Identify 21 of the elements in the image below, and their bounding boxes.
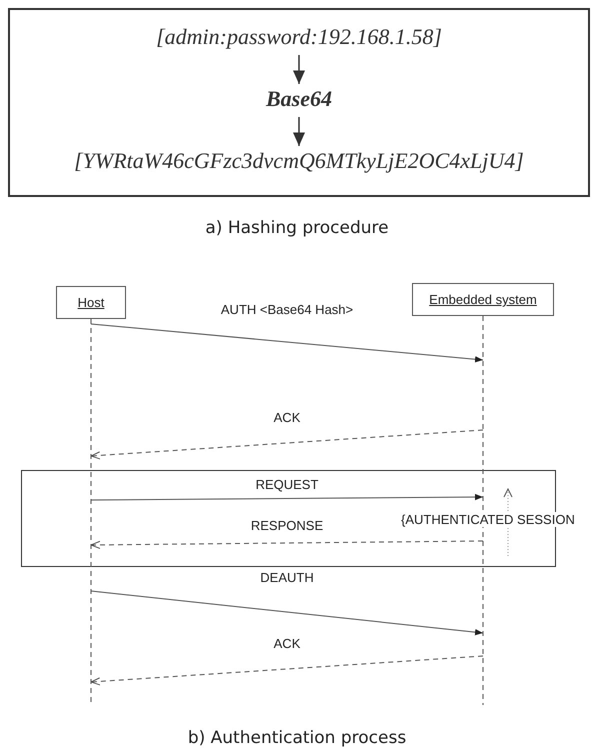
message-arrow <box>90 324 484 362</box>
message-label: ACK <box>272 410 302 425</box>
message-arrow <box>90 540 484 549</box>
message-label: RESPONSE <box>248 518 326 533</box>
input-text: [admin:password:192.168.1.58] <box>10 24 588 52</box>
message-arrow <box>90 430 484 460</box>
message-label: DEAUTH <box>258 570 316 585</box>
caption: a) Hashing procedure <box>205 218 389 238</box>
message-label: AUTH <Base64 Hash> <box>218 302 356 317</box>
message-arrow <box>90 590 484 636</box>
message-arrow <box>90 656 484 686</box>
message-label: REQUEST <box>254 477 320 492</box>
caption: b) Authentication process <box>188 728 406 748</box>
flow-arrow <box>293 117 305 146</box>
message-label: ACK <box>272 636 302 651</box>
flow-arrow <box>293 55 305 84</box>
procedure-box <box>8 8 590 197</box>
frame-label: {AUTHENTICATED SESSION <box>399 512 577 527</box>
encoding-text: Base64 <box>10 86 588 114</box>
message-arrow <box>90 494 484 500</box>
encoded-text: [YWRtaW46cGFzc3dvcmQ6MTkyLjE2OC4xLjU4] <box>10 148 588 176</box>
